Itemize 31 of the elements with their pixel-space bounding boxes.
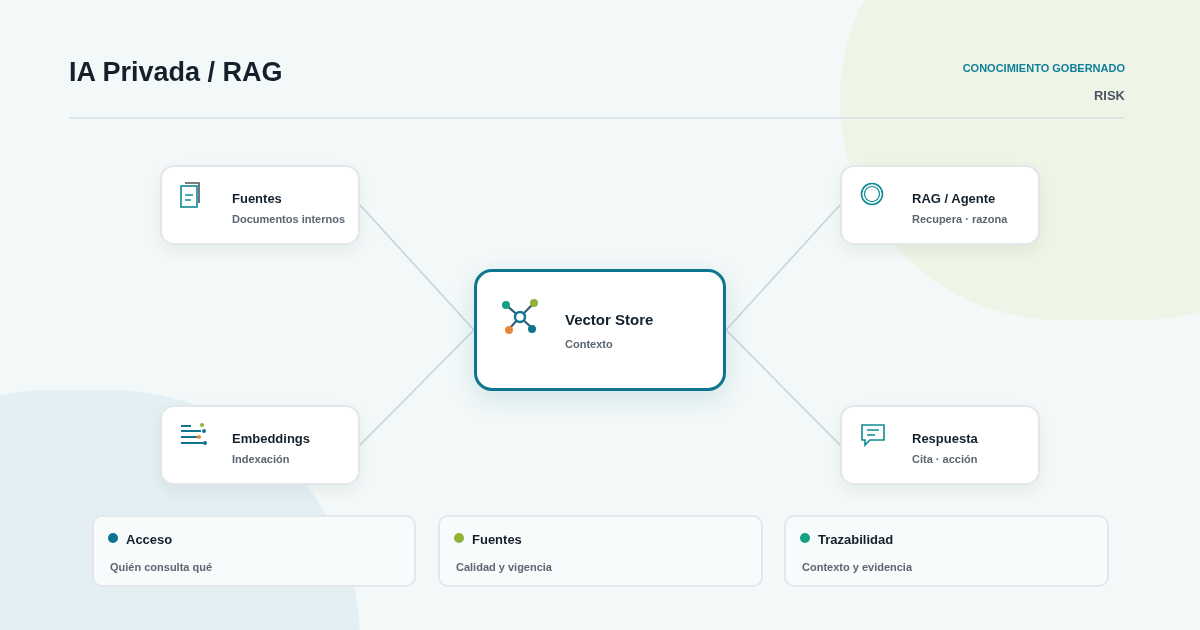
box-subtitle: Recupera · razona [912,212,1008,227]
box-title: Vector Store [565,310,654,330]
tag-label: RISK [1093,87,1125,105]
box-subtitle: Indexación [232,452,290,467]
box-subtitle: Contexto [565,337,613,352]
process-box [160,165,360,245]
box-title: Embeddings [232,430,310,448]
process-box [160,405,360,485]
process-box [840,165,1040,245]
connector-line [725,204,841,331]
card-title: Fuentes [472,531,522,549]
card-subtitle: Contexto y evidencia [802,560,913,575]
card-subtitle: Calidad y vigencia [456,560,552,575]
info-card [438,515,763,587]
info-card [784,515,1109,587]
box-title: Respuesta [912,430,978,448]
title: IA Privada / RAG [69,56,283,89]
tag-label: CONOCIMIENTO GOBERNADO [962,61,1125,76]
box-subtitle: Documentos internos [232,212,346,227]
box-subtitle: Cita · acción [912,452,978,467]
process-box [840,405,1040,485]
card-subtitle: Quién consulta qué [110,560,213,575]
info-card [92,515,416,587]
connector-line [359,329,475,446]
card-title: Acceso [126,531,173,549]
connector-line [359,204,475,331]
card-title: Trazabilidad [818,531,894,549]
connector-line [725,329,841,446]
box-title: RAG / Agente [912,190,996,208]
central-box [474,269,726,391]
box-title: Fuentes [232,190,282,208]
